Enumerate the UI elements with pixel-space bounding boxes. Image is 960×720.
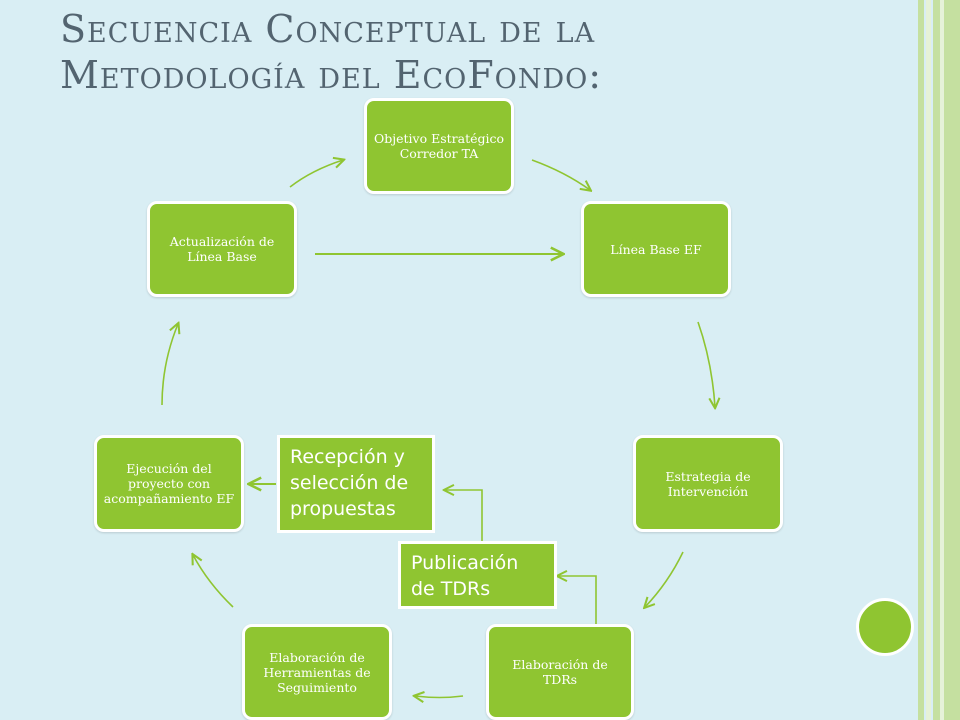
arrow-herramientas-to-ejecucion [193, 555, 234, 608]
arrow-estrategia-to-tdrs [645, 551, 684, 607]
arrow-publicacion-to-recepcion [445, 490, 483, 543]
node-actualizacion-linea-base: Actualización de Línea Base [147, 201, 297, 297]
node-estrategia-intervencion: Estrategia de Intervención [633, 435, 783, 532]
title-line-1: Secuencia Conceptual de la [60, 7, 596, 51]
arrow-linea-to-estrategia [697, 321, 715, 407]
arrow-tdrs-to-herramientas [415, 696, 464, 698]
slide-title: Secuencia Conceptual de la Metodología d… [60, 6, 880, 98]
decor-stripe [918, 0, 924, 720]
arrow-actualizacion-to-objetivo [289, 160, 343, 188]
decor-stripe [940, 0, 944, 720]
arrow-objetivo-to-linea [531, 159, 590, 190]
callout-recepcion-propuestas: Recepción y selección de propuestas [277, 435, 435, 533]
decor-stripe [926, 0, 931, 720]
arrow-tdrs-to-publicacion [558, 576, 597, 628]
arrow-ejecucion-to-actualizacion [161, 324, 178, 406]
node-elaboracion-tdrs: Elaboración de TDRs [486, 624, 634, 720]
node-ejecucion-proyecto: Ejecución del proyecto con acompañamient… [94, 435, 244, 532]
decor-stripe [933, 0, 960, 720]
node-herramientas-seguimiento: Elaboración de Herramientas de Seguimien… [242, 624, 392, 720]
decor-circle [856, 598, 914, 656]
title-line-2: Metodología del EcoFondo: [60, 53, 603, 97]
node-objetivo-estrategico: Objetivo Estratégico Corredor TA [364, 98, 514, 194]
node-linea-base: Línea Base EF [581, 201, 731, 297]
callout-publicacion-tdrs: Publicación de TDRs [398, 541, 557, 609]
